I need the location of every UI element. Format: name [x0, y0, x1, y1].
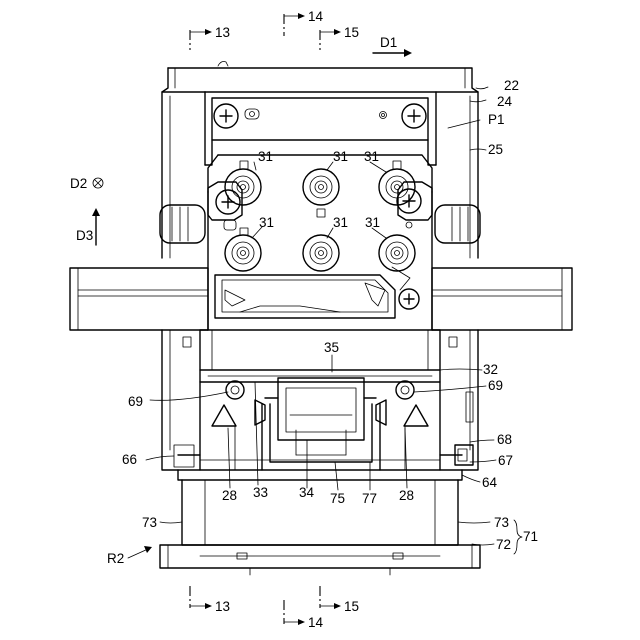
section-15-top: 15: [344, 25, 359, 40]
direction-d3-label: D3: [76, 228, 93, 243]
ref-77: 77: [362, 491, 377, 506]
direction-d1-label: D1: [380, 35, 397, 50]
ref-64: 64: [482, 475, 498, 490]
ref-72: 72: [496, 537, 511, 552]
terminal-block: [208, 155, 432, 330]
ref-22: 22: [504, 78, 519, 93]
ref-p1: P1: [488, 112, 505, 127]
screw-69-icon: [226, 381, 244, 399]
lower-body-64: [174, 381, 473, 480]
ref-33: 33: [253, 485, 268, 500]
ref-32: 32: [483, 362, 498, 377]
connector-34: [255, 378, 386, 470]
ref-31: 31: [258, 149, 273, 164]
ref-73-right: 73: [494, 515, 509, 530]
terminal-31: [379, 235, 415, 271]
ref-75: 75: [330, 491, 345, 506]
ref-31: 31: [259, 215, 274, 230]
terminal-31: [303, 169, 339, 217]
ref-35: 35: [324, 340, 339, 355]
bottom-assembly-71: [160, 480, 480, 575]
screw-69-icon: [396, 381, 414, 399]
direction-indicators: D1 D2 D3 R2: [70, 35, 412, 566]
ref-31: 31: [364, 149, 379, 164]
section-markers-bottom: 13 14 15: [190, 586, 359, 630]
section-14-bottom: 14: [308, 615, 324, 630]
direction-r2-label: R2: [107, 551, 124, 566]
top-plate-p1: [205, 92, 436, 165]
section-13-bottom: 13: [215, 599, 230, 614]
ref-73-left: 73: [142, 515, 157, 530]
ref-71: 71: [523, 529, 538, 544]
terminal-31: [303, 235, 339, 271]
ref-69-left: 69: [128, 394, 143, 409]
triangle-marker: [404, 405, 428, 426]
ref-67: 67: [498, 453, 513, 468]
ref-28-right: 28: [399, 488, 414, 503]
section-15-bottom: 15: [344, 599, 359, 614]
ref-31: 31: [365, 215, 380, 230]
ref-24: 24: [497, 94, 513, 109]
knob-left: [160, 205, 205, 243]
cover-35: [200, 330, 440, 382]
outer-housing: [162, 62, 478, 471]
triangle-marker: [212, 405, 236, 426]
ref-28-left: 28: [222, 488, 237, 503]
ref-69-right: 69: [488, 378, 503, 393]
direction-d2-label: D2: [70, 176, 87, 191]
knob-right: [435, 205, 480, 243]
side-rails: [70, 205, 572, 330]
ref-25: 25: [488, 142, 503, 157]
section-14-top: 14: [308, 9, 324, 24]
section-13-top: 13: [215, 25, 230, 40]
ref-31: 31: [333, 215, 348, 230]
ref-31: 31: [333, 149, 348, 164]
ref-68: 68: [497, 432, 512, 447]
section-markers-top: 13 14 15: [190, 9, 359, 50]
ref-34: 34: [299, 485, 315, 500]
ref-66: 66: [122, 452, 137, 467]
